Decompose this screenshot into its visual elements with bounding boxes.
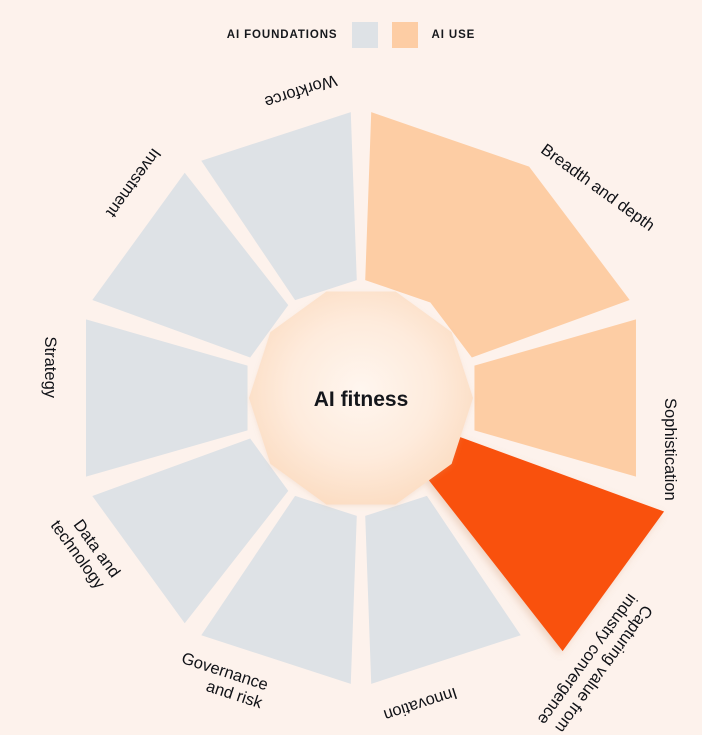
center-disc bbox=[249, 291, 473, 505]
wheel-segment[interactable] bbox=[201, 495, 357, 684]
svg-text:Workforce: Workforce bbox=[262, 71, 339, 111]
center-polygon bbox=[249, 291, 473, 505]
wheel-segment[interactable] bbox=[92, 172, 289, 358]
label-line: Innovation bbox=[381, 684, 459, 725]
svg-text:Governanceand risk: Governanceand risk bbox=[173, 649, 271, 712]
wheel-segment[interactable] bbox=[92, 438, 289, 624]
wheel-segment[interactable] bbox=[201, 112, 357, 301]
wheel-segment[interactable] bbox=[365, 495, 521, 684]
legend-label-ai-use: AI USE bbox=[431, 29, 476, 41]
svg-text:Innovation: Innovation bbox=[381, 684, 459, 725]
label-line: Sophistication bbox=[661, 398, 679, 501]
wheel-segment-label: Investment bbox=[102, 145, 164, 221]
label-line: Workforce bbox=[262, 71, 339, 111]
chart-legend: AI FOUNDATIONS AI USE bbox=[0, 0, 702, 70]
svg-text:Investment: Investment bbox=[102, 145, 164, 221]
svg-text:Strategy: Strategy bbox=[41, 337, 59, 399]
center-label: AI fitness bbox=[314, 388, 409, 411]
wheel-segment[interactable] bbox=[86, 319, 248, 477]
wheel-segments bbox=[86, 112, 665, 684]
legend-label-ai-foundations: AI FOUNDATIONS bbox=[226, 29, 338, 41]
wheel-segment-label: Innovation bbox=[381, 684, 459, 725]
label-line: Strategy bbox=[41, 337, 59, 399]
wheel-segment[interactable] bbox=[365, 112, 630, 358]
legend-swatch-ai-foundations bbox=[351, 22, 378, 48]
wheel-segment-label: Strategy bbox=[41, 337, 59, 399]
svg-text:Sophistication: Sophistication bbox=[661, 398, 679, 501]
wheel-segment-label: Governanceand risk bbox=[173, 649, 271, 712]
label-line: Investment bbox=[102, 145, 164, 221]
wheel-segment-label: Sophistication bbox=[661, 398, 679, 501]
wheel-segment-label: Workforce bbox=[262, 71, 339, 111]
legend-swatch-ai-use bbox=[391, 22, 418, 48]
wheel-segment[interactable] bbox=[428, 436, 665, 652]
wheel-segment[interactable] bbox=[474, 319, 636, 477]
